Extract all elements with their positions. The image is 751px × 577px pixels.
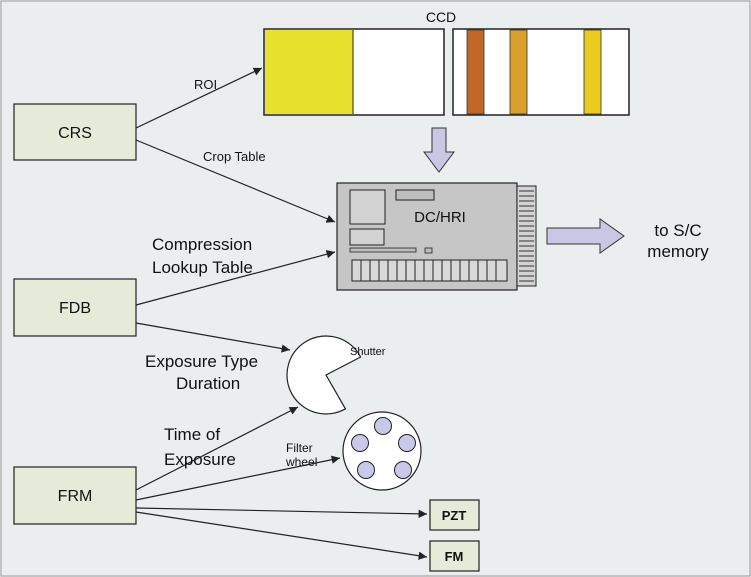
ccd-right-panel (452, 28, 630, 116)
roi-region (265, 30, 353, 114)
crop-table-label: Crop Table (203, 149, 266, 164)
shutter-label: Shutter (350, 346, 386, 358)
duration-label: Duration (176, 374, 240, 393)
dc-hri-board: DC/HRI (336, 182, 537, 291)
ccd-stripe-2 (509, 29, 528, 115)
ccd-label: CCD (426, 9, 456, 25)
to-sc-label: to S/C (654, 221, 701, 240)
lookup-table-label: Lookup Table (152, 258, 253, 277)
arrow-frm-fm (135, 511, 428, 560)
roi-label: ROI (194, 77, 217, 92)
exposure-label: Exposure (164, 450, 236, 469)
fm-label: FM (445, 549, 464, 564)
filter-label: Filter (286, 441, 313, 455)
arrow-fdb-shutter (135, 322, 291, 353)
memory-label: memory (647, 242, 709, 261)
pzt-box (429, 499, 480, 531)
arrow-frm-shutter (135, 406, 299, 491)
exposure-type-label: Exposure Type (145, 352, 258, 371)
arrow-frm-pzt (135, 507, 428, 519)
to-memory-arrow (546, 218, 625, 254)
fdb-label: FDB (59, 300, 91, 317)
fm-box (429, 540, 480, 572)
compression-label: Compression (152, 235, 252, 254)
filter-wheel-icon (342, 411, 422, 491)
wheel-label: wheel (285, 455, 317, 469)
crs-label: CRS (58, 125, 92, 142)
ccd-stripe-1 (466, 29, 485, 115)
ccd-left-panel (263, 28, 445, 116)
frm-label: FRM (58, 488, 93, 505)
crs-box (13, 103, 137, 161)
shutter-icon (286, 335, 362, 415)
ccd-to-board-arrow (423, 127, 455, 173)
arrow-fdb-compression (135, 250, 336, 306)
fdb-box (13, 278, 137, 337)
frm-box (13, 466, 137, 525)
board-label: DC/HRI (414, 209, 466, 226)
arrow-crs-roi (135, 67, 263, 129)
ccd-stripe-3 (583, 29, 602, 115)
time-of-label: Time of (164, 425, 220, 444)
pzt-label: PZT (442, 508, 467, 523)
connectors (135, 67, 428, 560)
arrow-crs-crop (135, 139, 336, 223)
arrow-frm-filter (135, 455, 341, 501)
